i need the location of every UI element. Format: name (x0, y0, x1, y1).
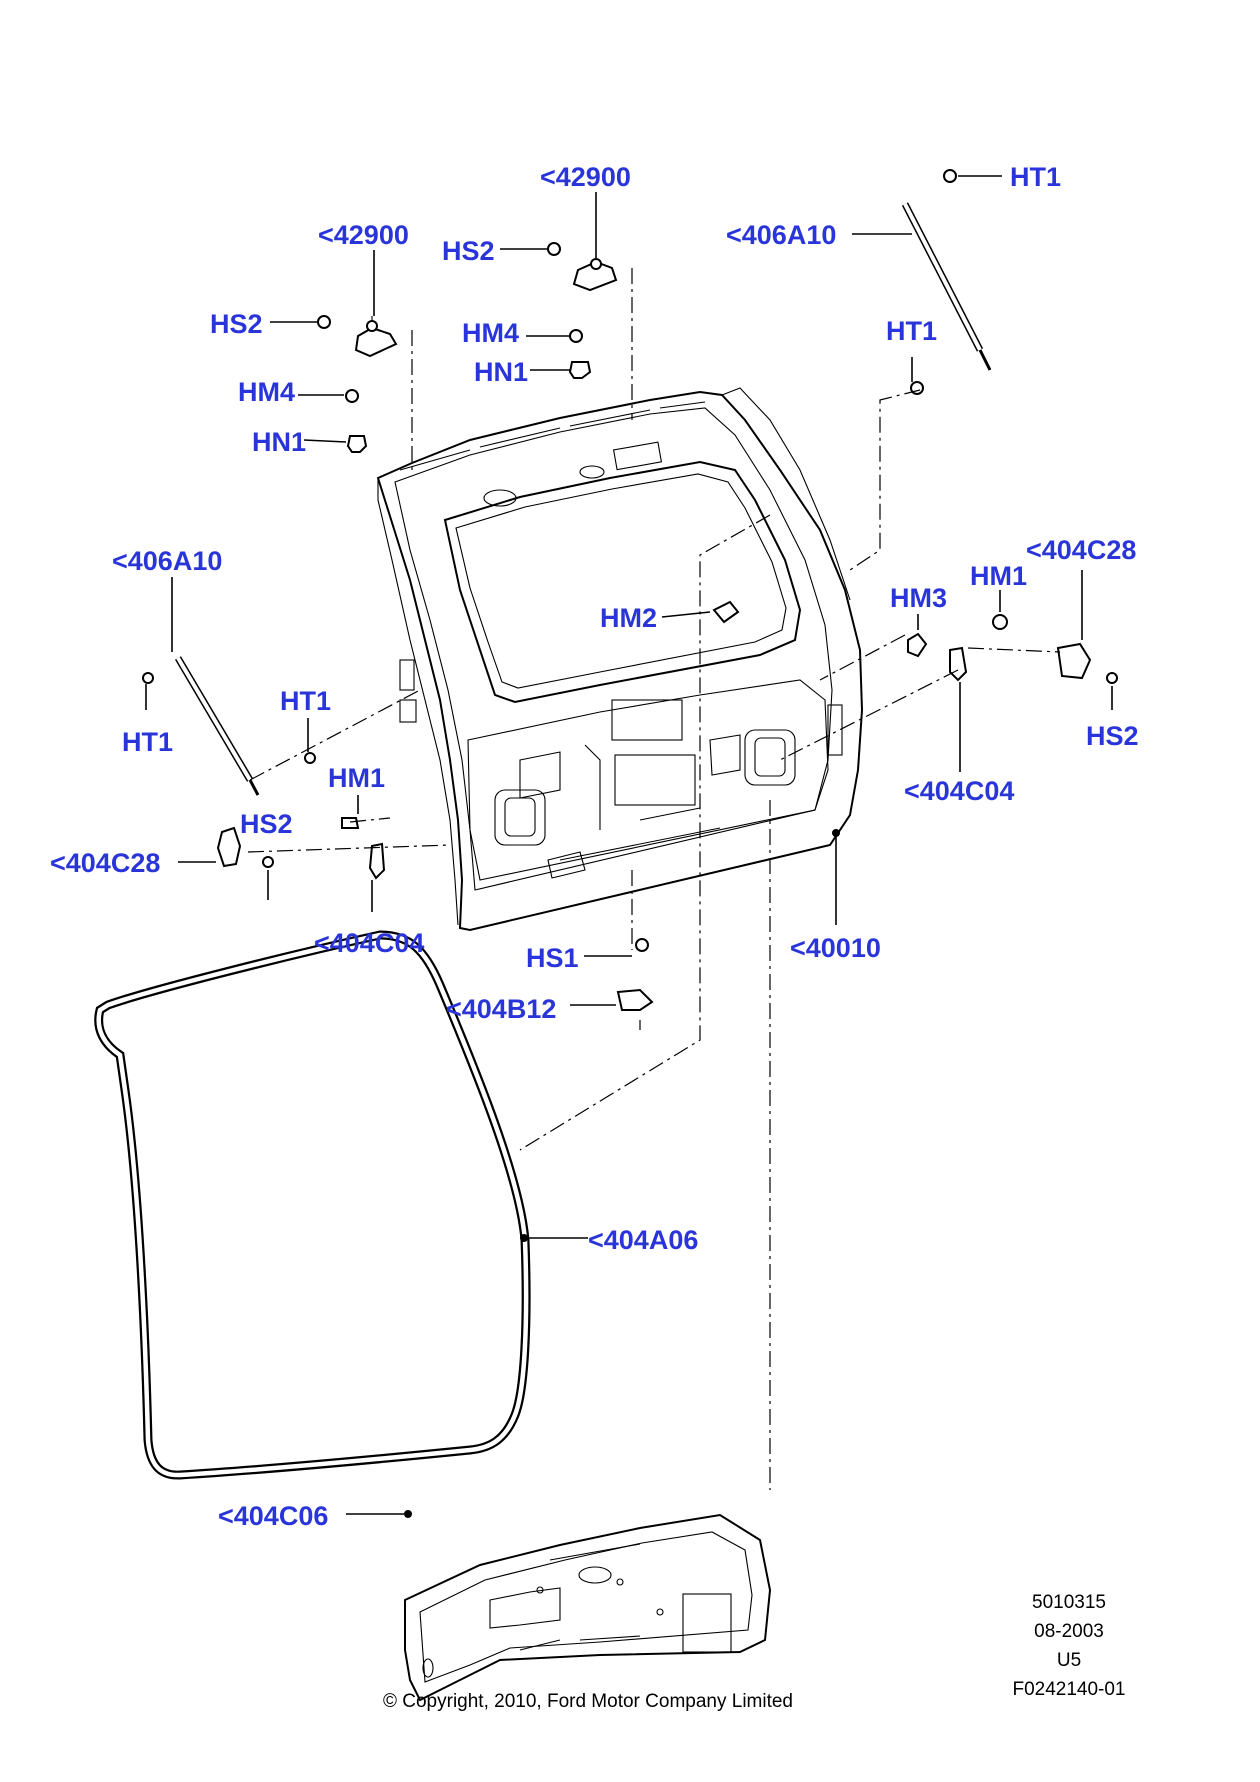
latch-right (907, 614, 1118, 684)
label-42900-center: <42900 (540, 162, 631, 192)
trim-panel (404, 1513, 772, 1702)
label-hs2-left: HS2 (210, 309, 263, 339)
label-hs1: HS1 (526, 943, 579, 973)
latch-left (216, 817, 386, 880)
gas-strut-right (901, 169, 992, 395)
label-404c06: <404C06 (218, 1501, 328, 1531)
label-hm1-right: HM1 (970, 561, 1027, 591)
label-404c04-right: <404C04 (904, 776, 1014, 806)
label-hs2-right: HS2 (1086, 721, 1139, 751)
label-406a10-left: <406A10 (112, 546, 222, 576)
label-hs2-lower-left: HS2 (240, 809, 293, 839)
gas-strut-left (142, 656, 316, 796)
hinge-center (547, 242, 618, 379)
footer-info: 5010315 08-2003 U5 F0242140-01 © Copyrig… (383, 1592, 1126, 1712)
label-hm4-center: HM4 (462, 318, 519, 348)
callout-labels: <42900 <42900 HS2 HS2 HS2 HS2 HM4 HM4 HN… (50, 162, 1139, 1531)
tailgate-panel (376, 387, 864, 932)
label-hm3: HM3 (890, 583, 947, 613)
label-404c28-left: <404C28 (50, 848, 160, 878)
label-42900-left: <42900 (318, 220, 409, 250)
hinge-left (317, 315, 398, 453)
label-ht1-top: HT1 (1010, 162, 1061, 192)
issue-date: 08-2003 (1034, 1621, 1104, 1642)
leader-lines (145, 175, 1113, 1518)
label-hn1-center: HN1 (474, 357, 528, 387)
label-hm2: HM2 (600, 603, 657, 633)
label-ht1-center: HT1 (280, 686, 331, 716)
label-404c04-left: <404C04 (314, 928, 424, 958)
copyright-notice: © Copyright, 2010, Ford Motor Company Li… (383, 1691, 793, 1712)
label-hs2-center: HS2 (442, 236, 495, 266)
ref-number: 5010315 (1032, 1592, 1106, 1613)
label-ht1-right: HT1 (886, 316, 937, 346)
label-404a06: <404A06 (588, 1225, 698, 1255)
centerlines (247, 268, 1061, 1490)
figure-id: F0242140-01 (1012, 1679, 1125, 1700)
handle-bracket (616, 938, 654, 1011)
label-404b12: <404B12 (446, 994, 556, 1024)
label-40010: <40010 (790, 933, 881, 963)
label-404c28-right: <404C28 (1026, 535, 1136, 565)
label-hm4-left: HM4 (238, 377, 295, 407)
label-406a10-right: <406A10 (726, 220, 836, 250)
label-hn1-left: HN1 (252, 427, 306, 457)
hm2-bumper (712, 600, 740, 624)
door-seal (94, 930, 531, 1480)
model-code: U5 (1057, 1650, 1081, 1671)
label-hm1-left: HM1 (328, 763, 385, 793)
label-ht1-left: HT1 (122, 727, 173, 757)
